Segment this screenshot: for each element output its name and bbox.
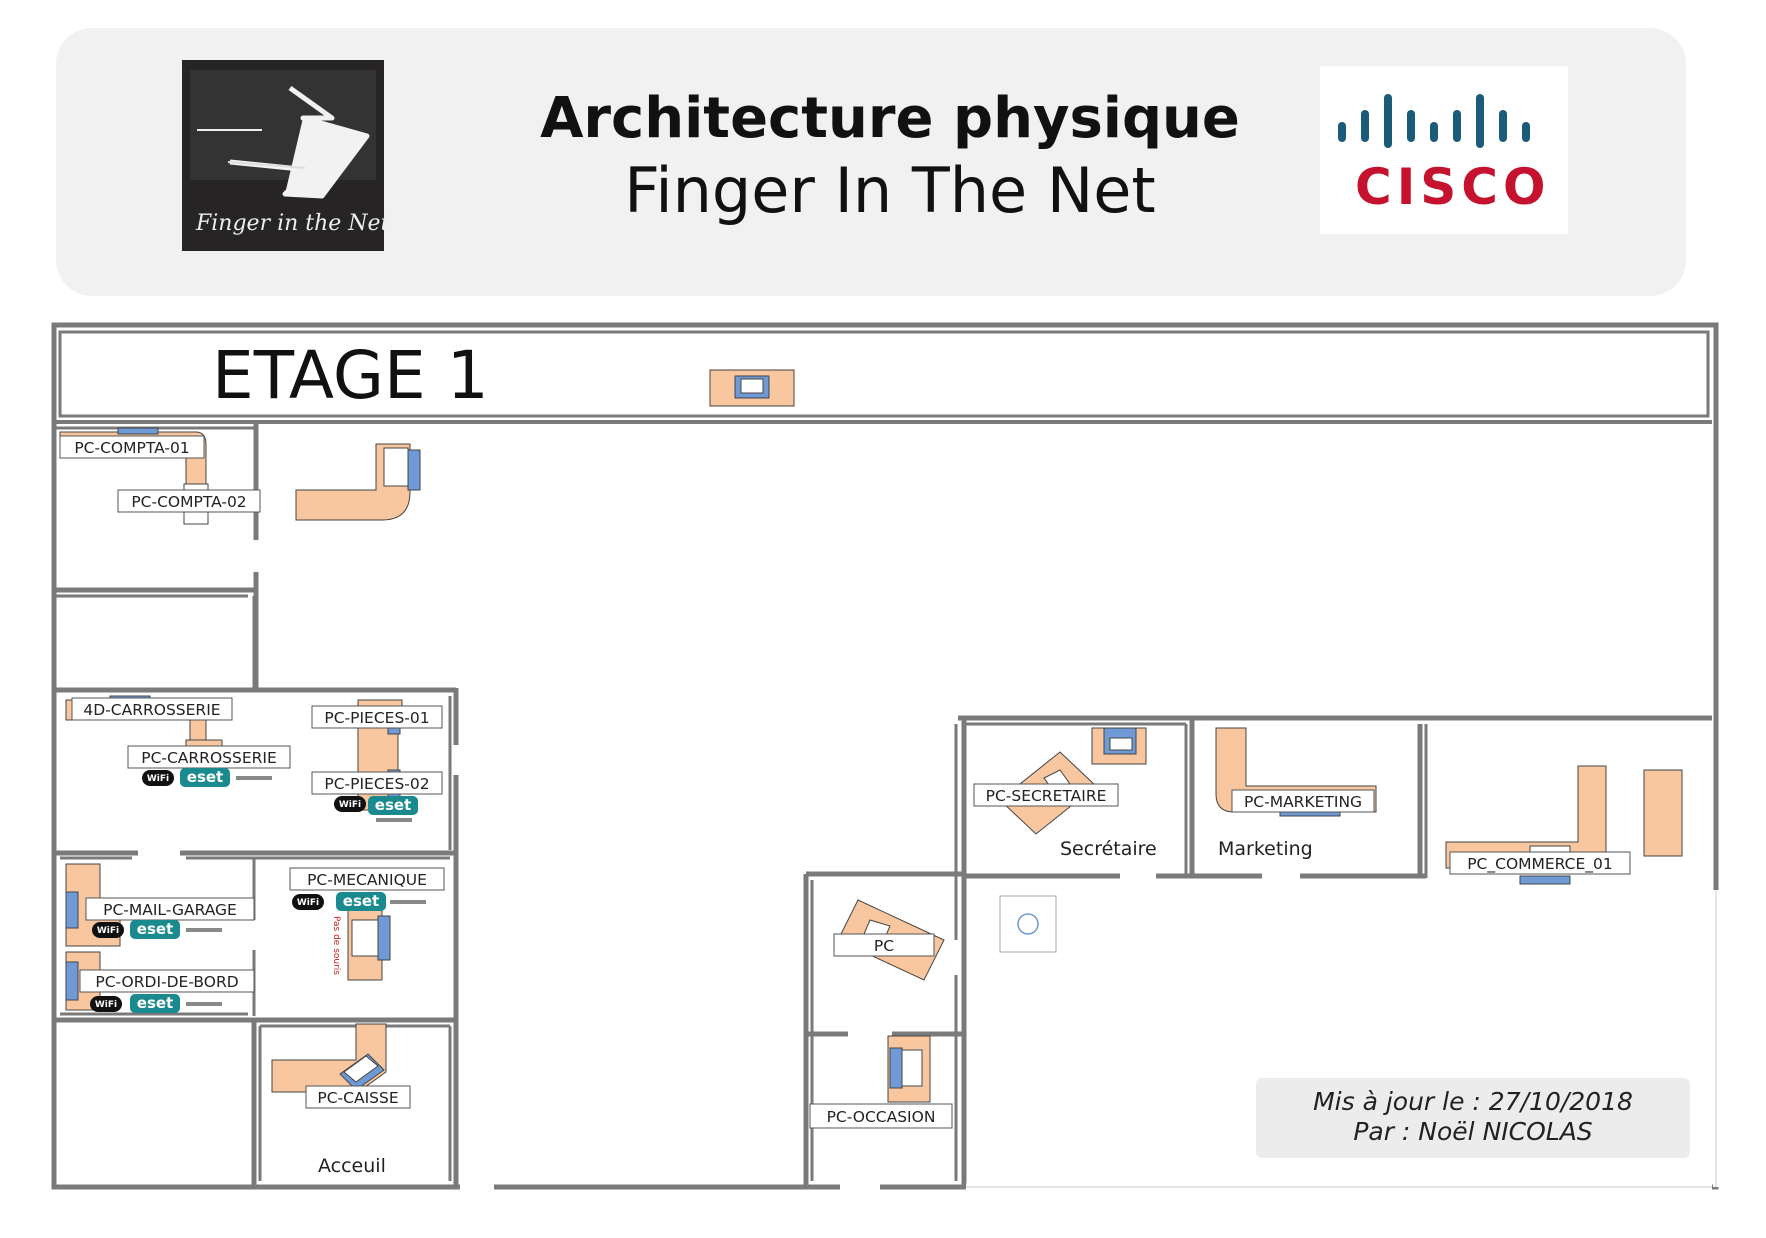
cisco-logo: CISCO [1320, 66, 1568, 234]
label-pc-commerce-01: PC_COMMERCE_01 [1449, 851, 1631, 875]
svg-text:PC-PIECES-01: PC-PIECES-01 [324, 709, 429, 727]
label-pc-caisse: PC-CAISSE [305, 1085, 411, 1109]
logo-left-text: Finger in the Net [195, 211, 390, 236]
eset-antivirus-icon: eset [180, 768, 230, 787]
finger-in-the-net-logo: Finger in the Net [182, 60, 390, 251]
wifi-icon: WiFi [334, 796, 366, 812]
cisco-wordmark: CISCO [1355, 158, 1551, 216]
badges-pc-mail-garage: WiFi eset [92, 920, 222, 939]
svg-text:eset: eset [137, 994, 173, 1012]
svg-text:PC-CARROSSERIE: PC-CARROSSERIE [141, 749, 277, 767]
label-pc-pieces-01: PC-PIECES-01 [311, 705, 443, 729]
badges-pc-carrosserie: WiFi eset [142, 768, 272, 787]
label-pc: PC [833, 933, 935, 957]
svg-text:PC-ORDI-DE-BORD: PC-ORDI-DE-BORD [95, 973, 238, 991]
walls [51, 322, 1719, 1191]
svg-text:PC: PC [874, 937, 894, 955]
room-label-secretaire: Secrétaire [1060, 838, 1157, 860]
svg-text:WiFi: WiFi [339, 800, 361, 810]
svg-text:eset: eset [187, 768, 223, 786]
label-pc-carrosserie: PC-CARROSSERIE [127, 745, 291, 769]
badges-pc-pieces-02: WiFi eset [334, 796, 418, 822]
page-title: Architecture physique [540, 86, 1240, 151]
svg-text:PC-COMPTA-02: PC-COMPTA-02 [131, 493, 246, 511]
label-pc-compta-02: PC-COMPTA-02 [117, 489, 261, 513]
header-banner [56, 28, 1686, 296]
svg-text:PC-MARKETING: PC-MARKETING [1244, 793, 1362, 811]
svg-text:PC-OCCASION: PC-OCCASION [827, 1108, 936, 1126]
eset-antivirus-icon: eset [130, 994, 180, 1013]
svg-text:eset: eset [343, 892, 379, 910]
badges-pc-ordi-de-bord: WiFi eset [90, 994, 222, 1013]
badges-pc-mecanique: WiFi eset [292, 892, 426, 911]
label-pc-ordi-de-bord: PC-ORDI-DE-BORD [79, 969, 255, 993]
update-author: Par : Noël NICOLAS [1353, 1117, 1592, 1146]
wifi-icon: WiFi [92, 922, 124, 938]
svg-text:PC-CAISSE: PC-CAISSE [317, 1089, 398, 1107]
label-pc-secretaire: PC-SECRETAIRE [973, 783, 1119, 807]
svg-text:WiFi: WiFi [95, 1000, 117, 1010]
svg-text:WiFi: WiFi [97, 926, 119, 936]
label-pc-mecanique: PC-MECANIQUE [289, 867, 445, 891]
svg-text:WiFi: WiFi [297, 898, 319, 908]
eset-antivirus-icon: eset [368, 796, 418, 815]
svg-text:PC-MECANIQUE: PC-MECANIQUE [307, 871, 427, 889]
svg-text:PC-PIECES-02: PC-PIECES-02 [324, 775, 429, 793]
wifi-icon: WiFi [142, 770, 174, 786]
label-pc-pieces-02: PC-PIECES-02 [311, 771, 443, 795]
svg-text:PC-SECRETAIRE: PC-SECRETAIRE [986, 787, 1107, 805]
label-4d-carrosserie: 4D-CARROSSERIE [71, 697, 233, 721]
svg-text:WiFi: WiFi [147, 774, 169, 784]
furniture [59, 369, 1683, 1103]
no-mouse-note: Pas de souris [331, 916, 341, 975]
room-label-marketing: Marketing [1218, 838, 1313, 860]
svg-text:eset: eset [375, 796, 411, 814]
floor-title: ETAGE 1 [212, 337, 489, 414]
room-label-accueil: Acceuil [318, 1155, 386, 1177]
wifi-icon: WiFi [292, 894, 324, 910]
svg-text:PC-MAIL-GARAGE: PC-MAIL-GARAGE [103, 901, 237, 919]
svg-text:eset: eset [137, 920, 173, 938]
svg-text:4D-CARROSSERIE: 4D-CARROSSERIE [83, 701, 220, 719]
eset-antivirus-icon: eset [130, 920, 180, 939]
svg-text:PC_COMMERCE_01: PC_COMMERCE_01 [1467, 855, 1613, 874]
label-pc-compta-01: PC-COMPTA-01 [59, 435, 205, 459]
page-subtitle: Finger In The Net [624, 154, 1156, 227]
wifi-icon: WiFi [90, 996, 122, 1012]
label-pc-mail-garage: PC-MAIL-GARAGE [85, 897, 255, 921]
label-pc-occasion: PC-OCCASION [809, 1103, 953, 1129]
label-pc-marketing: PC-MARKETING [1231, 789, 1375, 813]
eset-antivirus-icon: eset [336, 892, 386, 911]
svg-text:PC-COMPTA-01: PC-COMPTA-01 [74, 439, 189, 457]
update-note: Mis à jour le : 27/10/2018 Par : Noël NI… [1256, 1078, 1690, 1158]
update-date: Mis à jour le : 27/10/2018 [1313, 1087, 1633, 1116]
